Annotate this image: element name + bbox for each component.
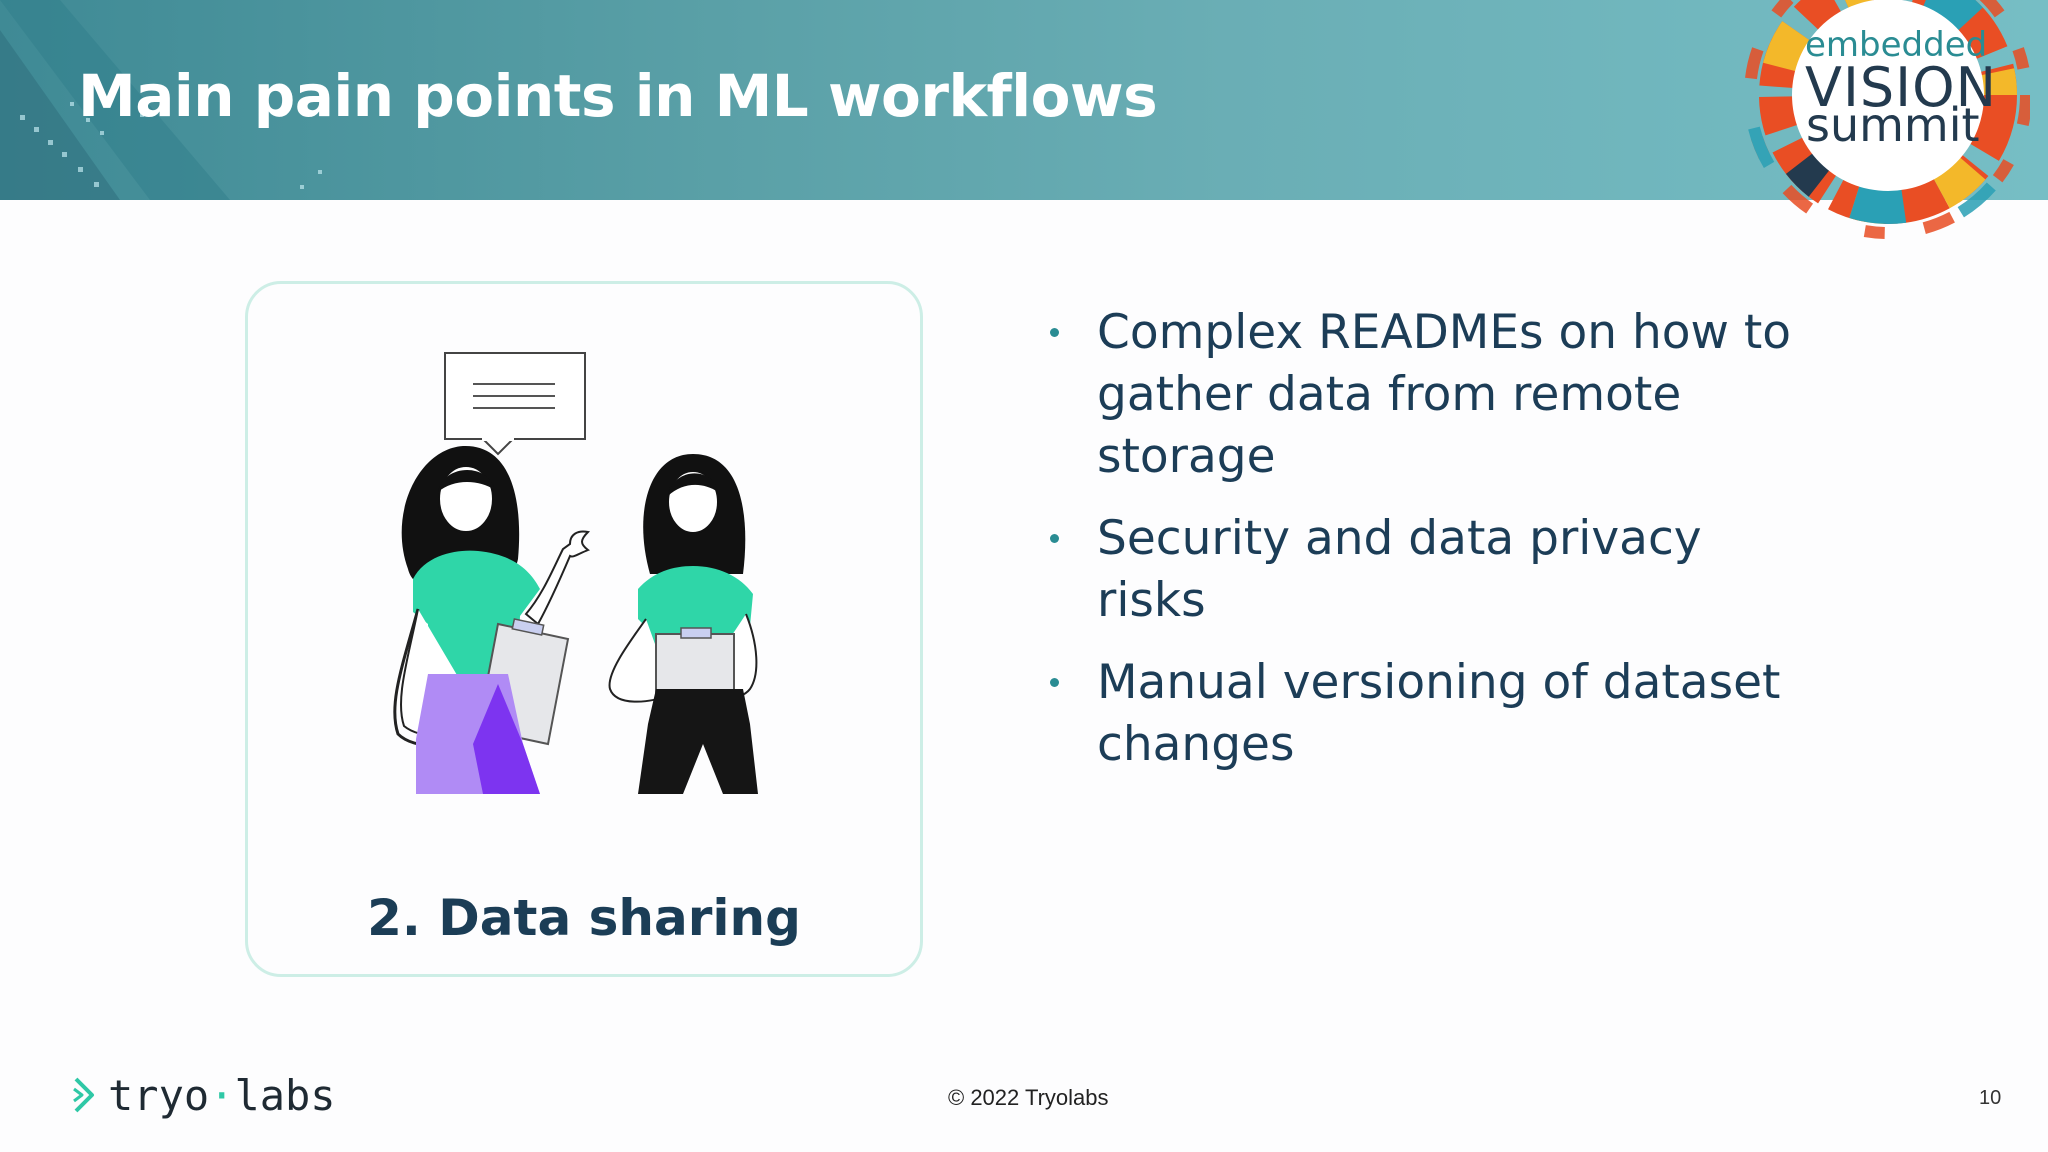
logo-part1: tryo bbox=[108, 1070, 210, 1120]
tryolabs-arrow-icon bbox=[73, 1077, 94, 1113]
slide-header: Main pain points in ML workflows bbox=[0, 0, 2048, 200]
logo-vision-text: VISION bbox=[1805, 56, 1997, 119]
bullet-icon bbox=[1050, 328, 1059, 337]
slide-title: Main pain points in ML workflows bbox=[78, 62, 1158, 130]
left-woman-figure bbox=[393, 445, 591, 794]
right-woman-figure bbox=[608, 454, 758, 794]
list-item-text: Security and data privacy risks bbox=[1097, 511, 1702, 628]
page-number: 10 bbox=[1979, 1087, 2002, 1109]
logo-dot: · bbox=[209, 1070, 235, 1120]
tryolabs-logo: tryo·labs bbox=[70, 1070, 336, 1120]
bullet-icon bbox=[1050, 534, 1059, 543]
copyright-text: © 2022 Tryolabs bbox=[948, 1085, 1109, 1110]
logo-summit-text: summit bbox=[1806, 98, 1980, 152]
list-item: Manual versioning of dataset changes bbox=[1045, 652, 1825, 776]
list-item: Security and data privacy risks bbox=[1045, 508, 1825, 632]
card-caption: 2. Data sharing bbox=[367, 889, 801, 947]
pain-points-list: Complex READMEs on how to gather data fr… bbox=[1045, 302, 1825, 796]
pain-point-card: 2. Data sharing bbox=[245, 281, 923, 977]
bullet-icon bbox=[1050, 678, 1059, 687]
header-decoration bbox=[0, 0, 322, 200]
logo-embedded-text: embedded bbox=[1805, 25, 1988, 65]
logo-part2: labs bbox=[234, 1070, 336, 1120]
list-item-text: Complex READMEs on how to gather data fr… bbox=[1097, 305, 1792, 484]
list-item: Complex READMEs on how to gather data fr… bbox=[1045, 302, 1825, 488]
speech-bubble-icon bbox=[444, 352, 586, 456]
logo-ring-icon bbox=[1744, 0, 2032, 239]
tryolabs-wordmark: tryo·labs bbox=[108, 1071, 336, 1120]
embedded-vision-summit-logo: embedded VISION summit bbox=[1730, 0, 2032, 250]
two-women-sharing-documents-illustration bbox=[393, 352, 758, 794]
list-item-text: Manual versioning of dataset changes bbox=[1097, 655, 1781, 772]
